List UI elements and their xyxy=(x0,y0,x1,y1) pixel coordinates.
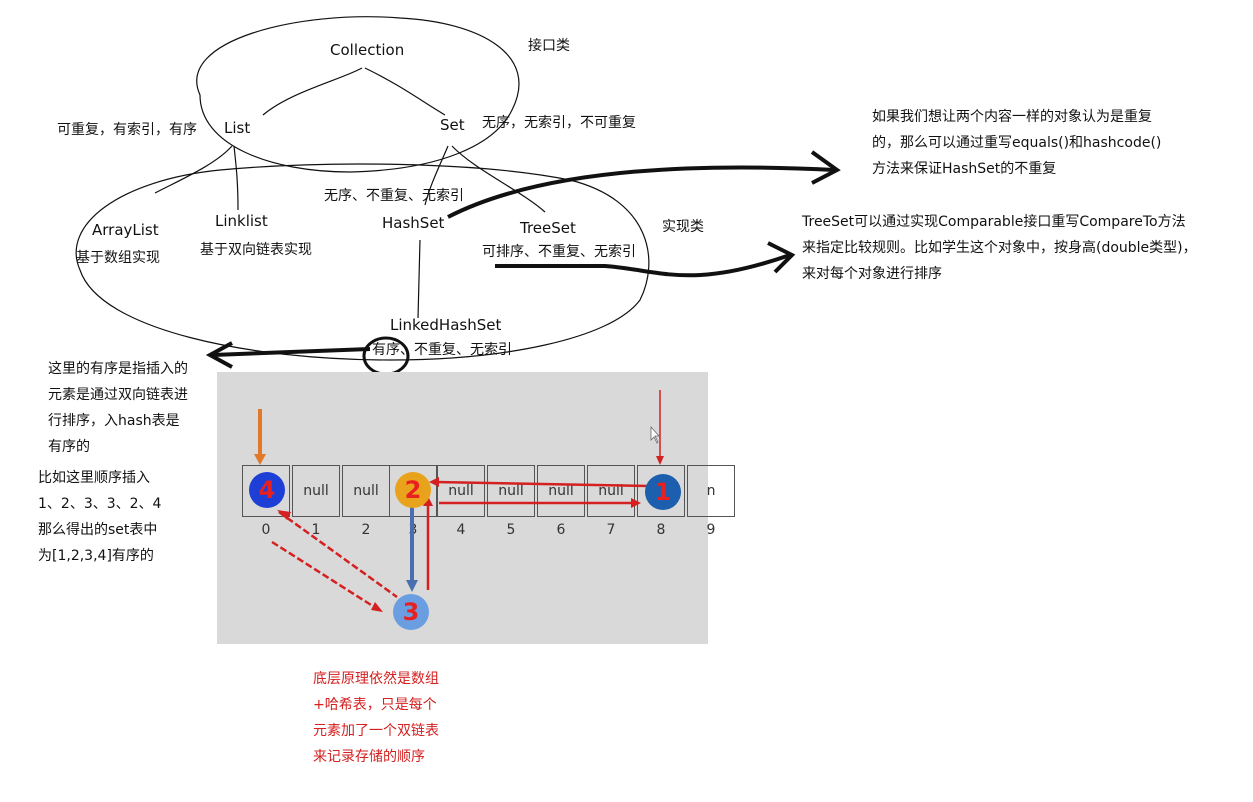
hash-index: 2 xyxy=(361,522,371,538)
example-note: 比如这里顺序插入 1、2、3、3、2、4 那么得出的set表中 为[1,2,3,… xyxy=(38,465,161,569)
example-note-line: 为[1,2,3,4]有序的 xyxy=(38,548,154,564)
node-2: 2 xyxy=(395,472,431,508)
hash-cell-9: n xyxy=(687,465,735,517)
principle-note-line: 底层原理依然是数组 xyxy=(313,671,439,687)
set-label: Set xyxy=(440,116,465,134)
treeset-desc: 可排序、不重复、无索引 xyxy=(482,244,636,260)
ordered-note-line: 元素是通过双向链表进 xyxy=(48,387,188,403)
linklist-label: Linklist xyxy=(215,212,268,230)
collection-label: Collection xyxy=(330,41,405,59)
treeset-note-line: 来对每个对象进行排序 xyxy=(802,266,942,282)
hash-index: 6 xyxy=(556,522,566,538)
principle-note-line: 来记录存储的顺序 xyxy=(313,749,425,765)
arraylist-label: ArrayList xyxy=(92,221,159,239)
principle-note-line: 元素加了一个双链表 xyxy=(313,723,439,739)
linkedhashset-label: LinkedHashSet xyxy=(390,316,502,334)
principle-note: 底层原理依然是数组 +哈希表，只是每个 元素加了一个双链表 来记录存储的顺序 xyxy=(313,666,439,770)
hash-index: 5 xyxy=(506,522,516,538)
ordered-note-arrow xyxy=(212,347,371,357)
treeset-note: TreeSet可以通过实现Comparable接口重写CompareTo方法 来… xyxy=(802,209,1197,287)
implementation-ellipse xyxy=(75,163,650,361)
hash-cell-7: null xyxy=(587,465,635,517)
hashset-note-line: 如果我们想让两个内容一样的对象认为是重复 xyxy=(872,109,1152,125)
arraylist-desc: 基于数组实现 xyxy=(76,250,160,266)
hash-cell-6: null xyxy=(537,465,585,517)
hash-index: 9 xyxy=(706,522,716,538)
treeset-note-line: 来指定比较规则。比如学生这个对象中，按身高(double类型)， xyxy=(802,240,1197,256)
hash-index: 7 xyxy=(606,522,616,538)
interface-class-label: 接口类 xyxy=(528,38,570,54)
ordered-note-line: 有序的 xyxy=(48,439,90,455)
treeset-label: TreeSet xyxy=(520,219,576,237)
node-1: 1 xyxy=(645,474,681,510)
hash-index: 8 xyxy=(656,522,666,538)
hash-cell-4: null xyxy=(437,465,485,517)
linked-list-arrows xyxy=(254,390,664,612)
linkedhashset-desc-rest: 、不重复、无索引 xyxy=(400,342,512,358)
hash-cell-5: null xyxy=(487,465,535,517)
linklist-desc: 基于双向链表实现 xyxy=(200,242,312,258)
hash-cell-8 xyxy=(637,465,685,517)
hash-cell-1: null xyxy=(292,465,340,517)
example-note-line: 1、2、3、3、2、4 xyxy=(38,496,162,512)
treeset-note-arrow xyxy=(495,253,791,278)
set-desc: 无序，无索引，不可重复 xyxy=(482,115,636,131)
example-note-line: 比如这里顺序插入 xyxy=(38,470,150,486)
list-label: List xyxy=(224,119,251,137)
hash-cell-0 xyxy=(242,465,290,517)
hashset-note: 如果我们想让两个内容一样的对象认为是重复 的，那么可以通过重写equals()和… xyxy=(872,104,1161,182)
node-3: 3 xyxy=(393,594,429,630)
linkedhashset-desc-ordered: 有序 xyxy=(372,342,400,358)
ordered-note: 这里的有序是指插入的 元素是通过双向链表进 行排序，入hash表是 有序的 xyxy=(48,356,188,460)
impl-class-label: 实现类 xyxy=(662,219,704,235)
hashset-note-arrow xyxy=(447,165,836,219)
hashset-label: HashSet xyxy=(382,214,445,232)
hashset-note-line: 的，那么可以通过重写equals()和hashcode() xyxy=(872,135,1162,151)
hash-index: 1 xyxy=(311,522,321,538)
hashset-desc: 无序、不重复、无索引 xyxy=(324,188,464,204)
treeset-note-line: TreeSet可以通过实现Comparable接口重写CompareTo方法 xyxy=(802,214,1186,230)
list-desc: 可重复，有索引，有序 xyxy=(57,122,197,138)
hashset-note-line: 方法来保证HashSet的不重复 xyxy=(872,161,1057,177)
hash-index: 0 xyxy=(261,522,271,538)
ordered-note-line: 行排序，入hash表是 xyxy=(48,413,180,429)
hash-index: 4 xyxy=(456,522,466,538)
example-note-line: 那么得出的set表中 xyxy=(38,522,158,538)
node-4: 4 xyxy=(249,472,285,508)
hash-table-panel: null null null null null null n 0 1 2 3 … xyxy=(217,372,735,644)
ordered-note-line: 这里的有序是指插入的 xyxy=(48,361,188,377)
principle-note-line: +哈希表，只是每个 xyxy=(313,697,437,713)
linkedhashset-desc: 有序、不重复、无索引 xyxy=(372,340,512,360)
